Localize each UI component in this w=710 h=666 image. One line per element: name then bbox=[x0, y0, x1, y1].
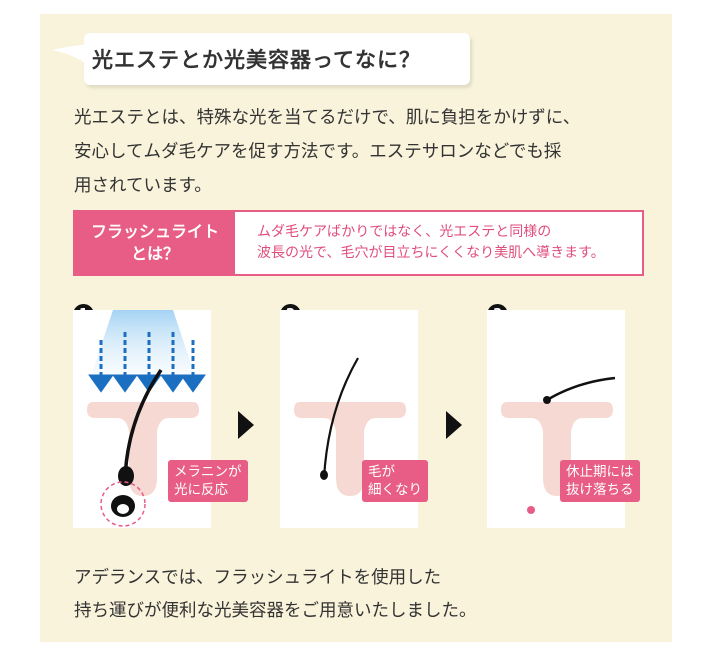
next-arrow-icon bbox=[446, 411, 462, 439]
page-title: 光エステとか光美容器ってなに？ bbox=[92, 48, 421, 72]
intro-paragraph: 光エステとは、特殊な光を当てるだけで、肌に負担をかけずに、 安心してムダ毛ケアを… bbox=[74, 101, 674, 203]
step-caption-2: 毛が 細くなり bbox=[362, 460, 428, 502]
banner-text-line: 波長の光で、毛穴が目立ちにくくなり美肌へ導きます。 bbox=[257, 245, 605, 261]
info-card: 光エステとか光美容器ってなに？ 光エステとは、特殊な光を当てるだけで、肌に負担を… bbox=[40, 14, 672, 642]
banner-description: ムダ毛ケアばかりではなく、光エステと同様の 波長の光で、毛穴が目立ちにくくなり美… bbox=[257, 222, 637, 264]
hair-diagram-shedding-icon bbox=[501, 376, 616, 514]
intro-line: 用されています。 bbox=[74, 176, 212, 196]
step-caption-line: 休止期には bbox=[566, 464, 634, 480]
step-caption-1: メラニンが 光に反応 bbox=[168, 460, 248, 502]
step-caption-line: 細くなり bbox=[368, 482, 422, 498]
intro-line: 光エステとは、特殊な光を当てるだけで、肌に負担をかけずに、 bbox=[74, 108, 581, 128]
title-bubble bbox=[84, 33, 470, 85]
intro-line: 安心してムダ毛ケアを促す方法です。エステサロンなどでも採 bbox=[74, 142, 562, 162]
banner-label-line: とは？ bbox=[130, 244, 179, 263]
next-arrow-icon bbox=[238, 411, 254, 439]
banner-label: フラッシュライト とは？ bbox=[75, 212, 235, 274]
hair-diagram-light-icon bbox=[83, 310, 206, 527]
outro-line: アデランスでは、フラッシュライトを使用した bbox=[74, 568, 442, 588]
step-caption-line: メラニンが bbox=[174, 464, 242, 480]
banner-label-line: フラッシュライト bbox=[90, 222, 219, 241]
hair-diagram-thin-icon bbox=[294, 357, 406, 496]
banner-text-line: ムダ毛ケアばかりではなく、光エステと同様の bbox=[257, 224, 552, 240]
step-caption-line: 毛が bbox=[368, 464, 395, 480]
outro-line: 持ち運びが便利な光美容器をご用意いたしました。 bbox=[74, 601, 477, 621]
speech-bubble-tail bbox=[52, 44, 90, 68]
flashlight-banner: フラッシュライト とは？ ムダ毛ケアばかりではなく、光エステと同様の 波長の光で… bbox=[73, 210, 644, 276]
step-caption-line: 抜け落ちる bbox=[566, 482, 634, 498]
step-caption-3: 休止期には 抜け落ちる bbox=[560, 460, 640, 502]
step-caption-line: 光に反応 bbox=[174, 482, 228, 498]
outro-paragraph: アデランスでは、フラッシュライトを使用した 持ち運びが便利な光美容器をご用意いた… bbox=[74, 562, 674, 628]
